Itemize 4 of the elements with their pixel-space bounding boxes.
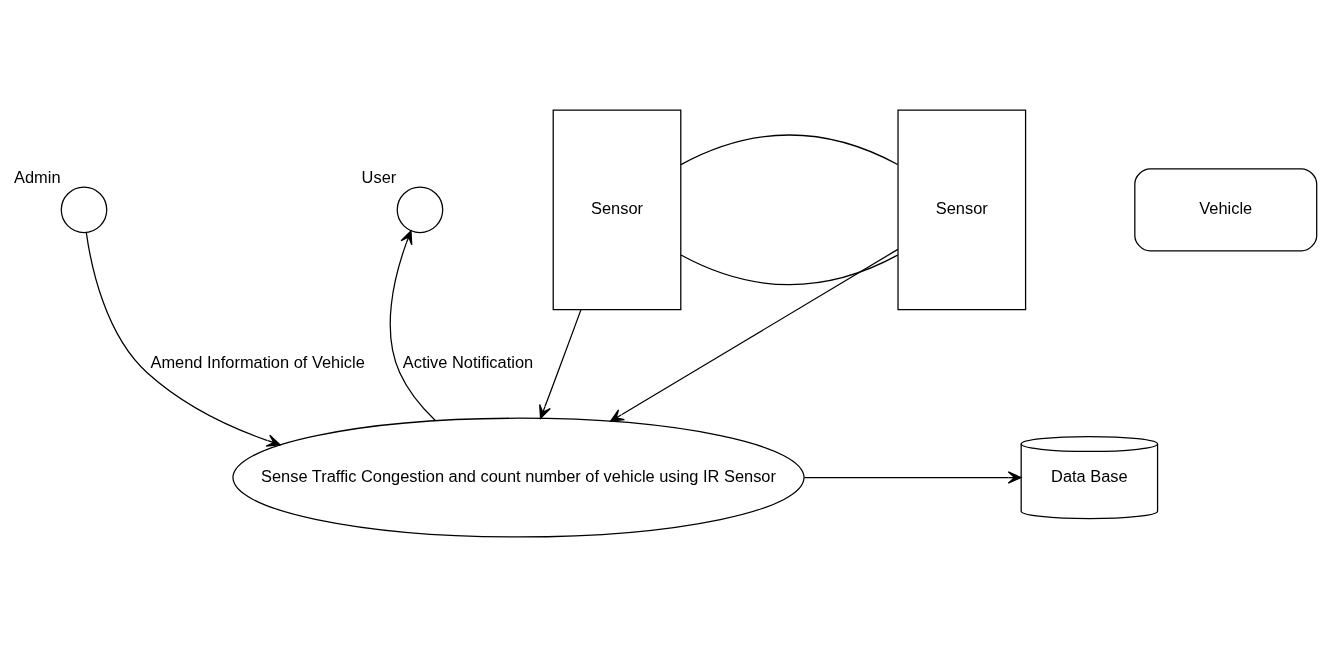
node-label: Admin	[14, 167, 61, 186]
node-label: User	[361, 167, 397, 186]
edge-label: Active Notification	[402, 352, 534, 371]
edge-label: Amend Information of Vehicle	[150, 352, 365, 371]
